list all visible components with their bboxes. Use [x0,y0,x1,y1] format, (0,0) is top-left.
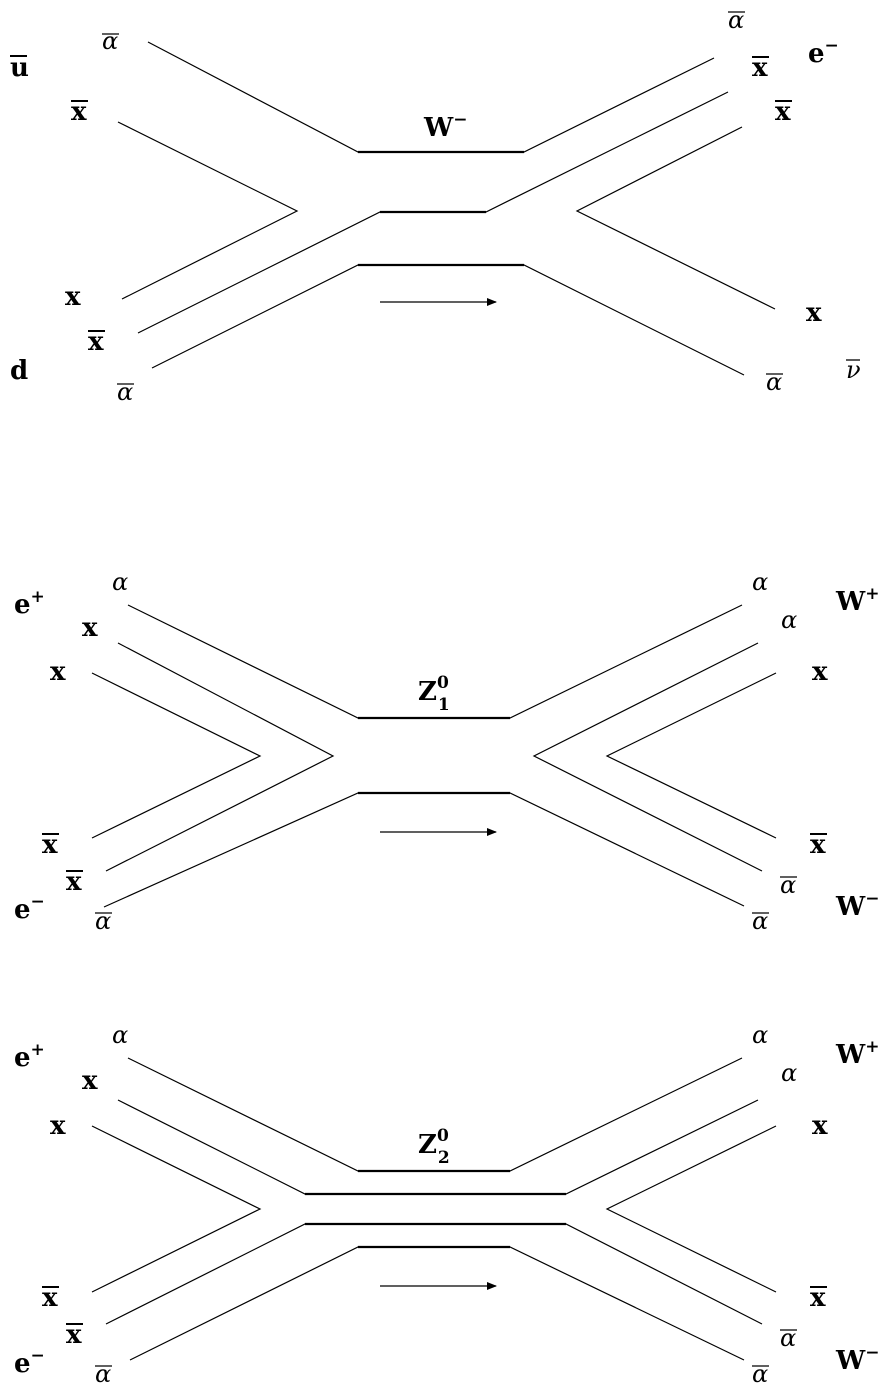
label-alphabar-left-bottom: α [117,378,133,406]
label-alphabar-right-top: α [728,6,744,34]
label-alpha-left-top: α [112,568,128,596]
label-alphabar-right-bottom-1: α [780,1324,796,1352]
line-x-inner-left [91,672,262,839]
particle-e-minus: e− [14,892,45,925]
label-alphabar-right-bottom-1: α [780,871,796,899]
label-alphabar-left-bottom: α [95,1360,111,1386]
label-x-right-bottom: x [806,298,822,328]
label-x-left-top-1: x [82,613,98,643]
label-xbar-right-top-2: x [775,97,791,127]
label-alpha-right-top-2: α [781,1059,797,1087]
particle-e-minus: e− [808,36,839,69]
label-xbar-right-bottom: x [810,830,826,860]
line-alpha-bottom [103,792,745,908]
label-xbar-left-bottom-1: x [42,1283,58,1313]
line-x-outer-right [532,642,763,872]
diagram-w-minus: W− u d e− ν α x x x α α x x x α [10,6,861,406]
line-x-through-top [117,1099,759,1195]
particle-w-minus: W− [835,1343,879,1376]
label-xbar-left-bottom: x [88,327,104,357]
label-alphabar-left-top: α [102,27,118,55]
particle-e-plus: e+ [14,1040,45,1073]
line-x-right-loop [575,126,776,310]
label-alphabar-right-bottom: α [766,368,782,396]
label-xbar-left-bottom-2: x [66,1320,82,1350]
title-w-minus: W− [423,110,467,143]
label-xbar-left-bottom-1: x [42,830,58,860]
line-xbar-through-bottom [105,1223,763,1325]
line-x-inner-right [605,1125,777,1293]
label-alpha-right-top-2: α [781,606,797,634]
label-x-left-top-2: x [50,1111,66,1141]
particle-w-minus: W− [835,889,879,922]
diagram3-lines [91,1057,777,1361]
label-alpha-right-top-1: α [752,1021,768,1049]
label-alphabar-left-bottom: α [95,907,111,935]
label-alphabar-right-bottom-2: α [752,1360,768,1386]
particle-nubar: ν [846,356,861,384]
line-x-outer-left [105,642,335,872]
label-alpha-left-top: α [112,1021,128,1049]
label-alpha-right-top-1: α [752,568,768,596]
label-x-left-top-1: x [82,1066,98,1096]
diagram1-lines [117,41,776,376]
line-x-inner-right [605,672,777,839]
particle-d: d [10,356,28,386]
label-xbar-left-bottom-2: x [66,867,82,897]
particle-ubar: u [10,53,29,83]
label-x-right-top: x [812,1111,828,1141]
diagram2-lines [91,604,777,908]
line-alpha-bottom [129,1246,745,1361]
label-x-right-top: x [812,657,828,687]
line-x-left-loop [117,121,299,300]
label-xbar-right-top-1: x [752,53,768,83]
label-xbar-right-bottom: x [810,1283,826,1313]
label-xbar-left-top: x [71,97,87,127]
line-x-inner-left [91,1125,262,1293]
label-x-left-bottom: x [65,282,81,312]
particle-e-plus: e+ [14,587,45,620]
particle-w-plus: W+ [835,1037,879,1070]
label-alphabar-right-bottom-2: α [752,907,768,935]
label-x-left-top-2: x [50,657,66,687]
particle-w-plus: W+ [835,584,879,617]
particle-e-minus: e− [14,1346,45,1379]
